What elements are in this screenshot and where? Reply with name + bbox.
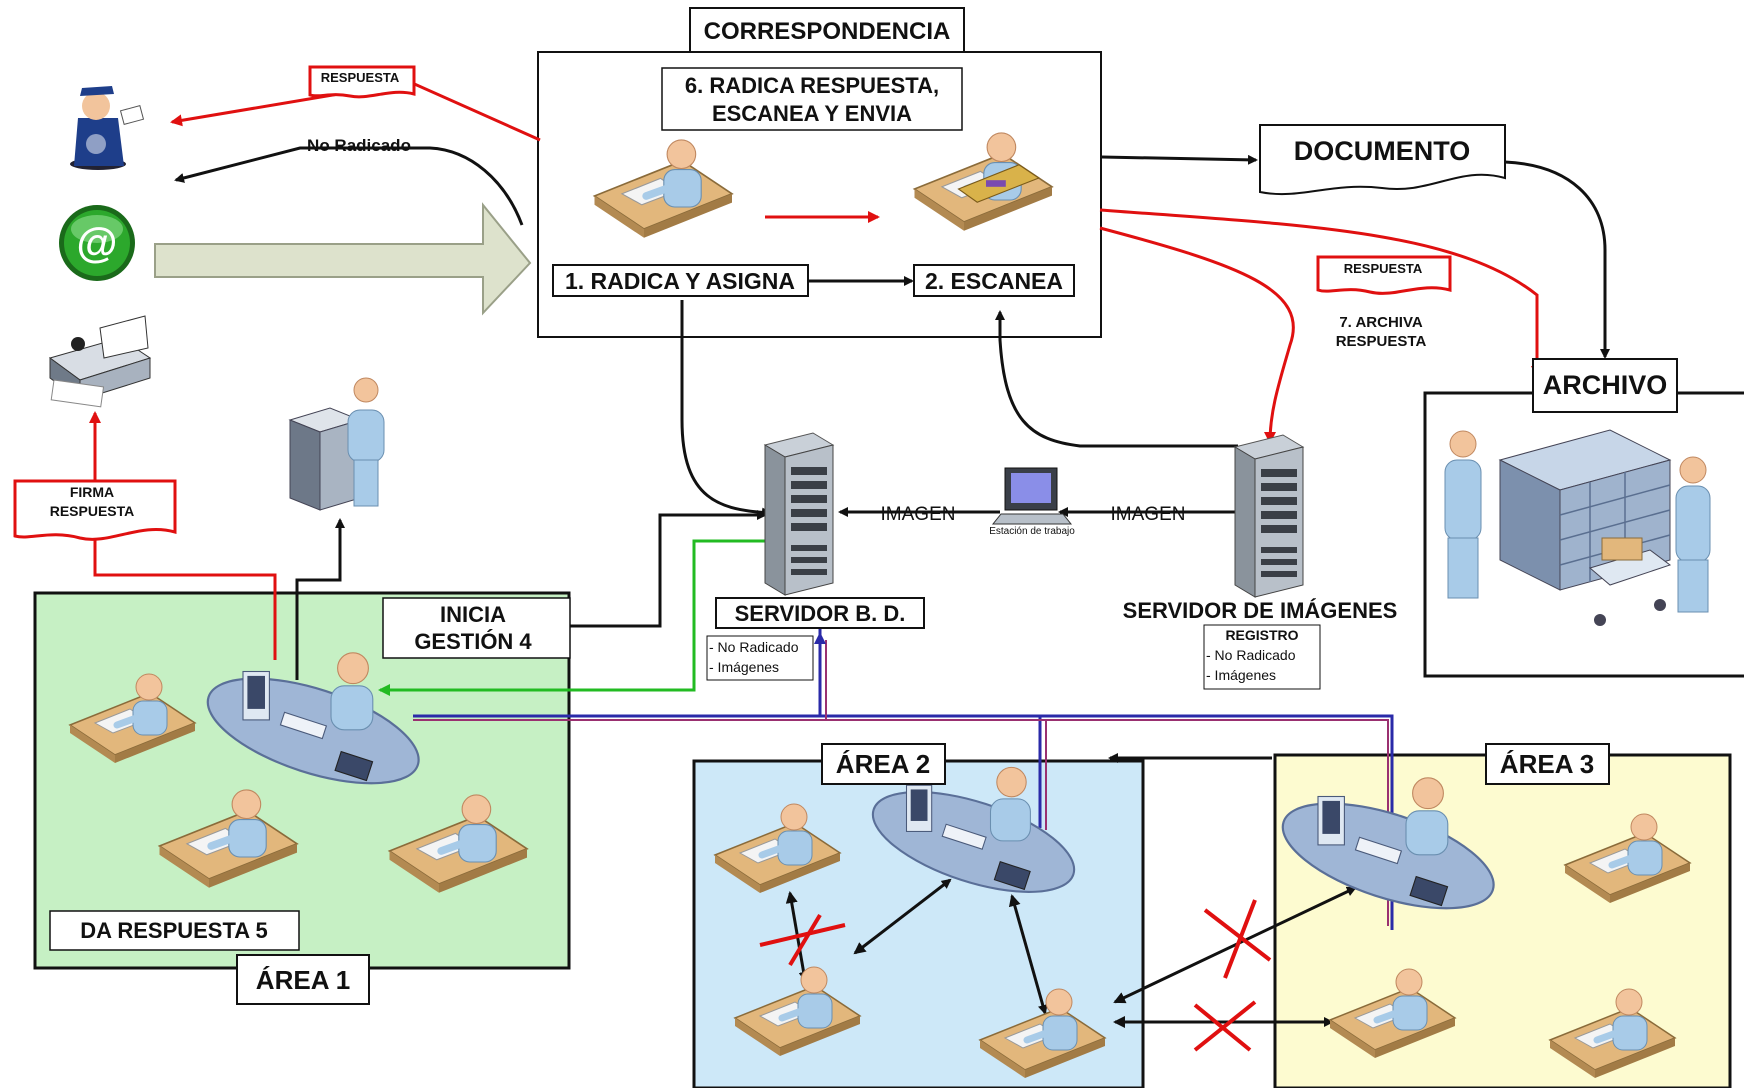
radica-to-bd-arrow	[680, 300, 772, 518]
area3-label: ÁREA 3	[1485, 743, 1610, 785]
archivo-label: ARCHIVO	[1532, 358, 1678, 413]
inicia-gestion-arrow	[570, 510, 767, 628]
to-documento-arrow	[1101, 154, 1258, 165]
servidor-bd-label: SERVIDOR B. D.	[715, 597, 925, 629]
reject-cross-icon	[759, 913, 846, 967]
radica-asigna-label: 1. RADICA Y ASIGNA	[552, 264, 809, 297]
svg-text:CORRESPONDENCIA: CORRESPONDENCIA	[704, 18, 951, 45]
svg-text:- Imágenes: - Imágenes	[709, 659, 779, 675]
svg-text:RESPUESTA: RESPUESTA	[50, 503, 135, 519]
incoming-big-arrow	[154, 202, 532, 316]
documento-label: DOCUMENTO	[1259, 124, 1506, 196]
imagenes-to-escanea-arrow	[995, 310, 1238, 448]
svg-text:SERVIDOR B. D.: SERVIDOR B. D.	[735, 601, 906, 626]
no-radicado-arrow	[174, 146, 524, 226]
email-icon: @	[59, 205, 135, 281]
archiva-respuesta-label: RESPUESTA	[1336, 333, 1427, 350]
imagen-label: IMAGEN	[1111, 504, 1186, 525]
svg-text:6. RADICA RESPUESTA,: 6. RADICA RESPUESTA,	[685, 73, 939, 98]
reject-cross-icon	[1203, 899, 1272, 979]
svg-text:ÁREA 1: ÁREA 1	[256, 965, 350, 995]
respuesta-tag: RESPUESTA	[308, 65, 416, 99]
copier-person-icon	[288, 377, 385, 511]
area2-link-b	[853, 878, 952, 955]
imagen-label: IMAGEN	[881, 504, 956, 525]
svg-text:RESPUESTA: RESPUESTA	[321, 70, 400, 85]
no-radicado-label: No Radicado	[307, 136, 411, 155]
da-respuesta-label: DA RESPUESTA 5	[49, 910, 300, 951]
respuesta-to-archivo-arrow	[1099, 208, 1543, 378]
svg-text:DOCUMENTO: DOCUMENTO	[1294, 136, 1471, 166]
svg-text:DA RESPUESTA 5: DA RESPUESTA 5	[80, 918, 267, 943]
inicia-gestion-label: INICIA GESTIÓN 4	[382, 597, 571, 659]
area1-label: ÁREA 1	[236, 954, 370, 1005]
escanea-label: 2. ESCANEA	[913, 264, 1075, 297]
archiva-respuesta-label: 7. ARCHIVA	[1339, 314, 1423, 331]
svg-text:- No Radicado: - No Radicado	[1206, 647, 1296, 663]
archive-shelves-icon	[1444, 429, 1711, 626]
svg-text:ARCHIVO: ARCHIVO	[1543, 370, 1668, 400]
registro-box: REGISTRO - No Radicado - Imágenes	[1203, 624, 1321, 690]
bd-to-area1-green-arrow	[378, 539, 765, 696]
svg-text:1. RADICA Y ASIGNA: 1. RADICA Y ASIGNA	[565, 268, 795, 294]
svg-text:- Imágenes: - Imágenes	[1206, 667, 1276, 683]
workstation-icon	[991, 467, 1073, 525]
firma-respuesta-tag: FIRMA RESPUESTA	[13, 479, 177, 541]
area2-link-c	[1008, 894, 1048, 1015]
svg-text:ÁREA 3: ÁREA 3	[1500, 749, 1594, 779]
area2-label: ÁREA 2	[821, 743, 946, 785]
svg-text:ESCANEA Y ENVIA: ESCANEA Y ENVIA	[712, 101, 912, 126]
svg-text:ÁREA 2: ÁREA 2	[836, 749, 930, 779]
fax-printer-icon	[48, 315, 152, 408]
correspondencia-title: CORRESPONDENCIA	[689, 7, 965, 53]
svg-text:REGISTRO: REGISTRO	[1225, 627, 1298, 643]
radica-respuesta-label: 6. RADICA RESPUESTA, ESCANEA Y ENVIA	[661, 67, 963, 131]
reject-cross-icon	[1193, 1000, 1257, 1052]
svg-text:@: @	[77, 219, 118, 266]
svg-text:RESPUESTA: RESPUESTA	[1344, 261, 1423, 276]
svg-text:FIRMA: FIRMA	[70, 484, 114, 500]
svg-text:- No Radicado: - No Radicado	[709, 639, 799, 655]
server-icon	[764, 432, 834, 596]
area2-to-area3-link-a	[1113, 886, 1357, 1004]
documento-to-archivo-arrow	[1504, 160, 1610, 359]
svg-text:INICIA: INICIA	[440, 602, 506, 627]
postman-icon	[70, 86, 145, 170]
servidor-imagenes-label: SERVIDOR DE IMÁGENES	[1123, 598, 1398, 623]
servidor-bd-contents: - No Radicado - Imágenes	[706, 635, 814, 681]
svg-text:GESTIÓN 4: GESTIÓN 4	[414, 629, 532, 654]
respuesta-tag: RESPUESTA	[1316, 255, 1452, 295]
workstation-label: Estación de trabajo	[989, 526, 1075, 537]
svg-text:2. ESCANEA: 2. ESCANEA	[925, 268, 1063, 294]
archiva-respuesta-arrow	[1099, 226, 1295, 444]
to-copier-arrow	[295, 518, 345, 680]
desk-person-icon	[915, 133, 1053, 231]
server-icon	[1234, 434, 1304, 598]
